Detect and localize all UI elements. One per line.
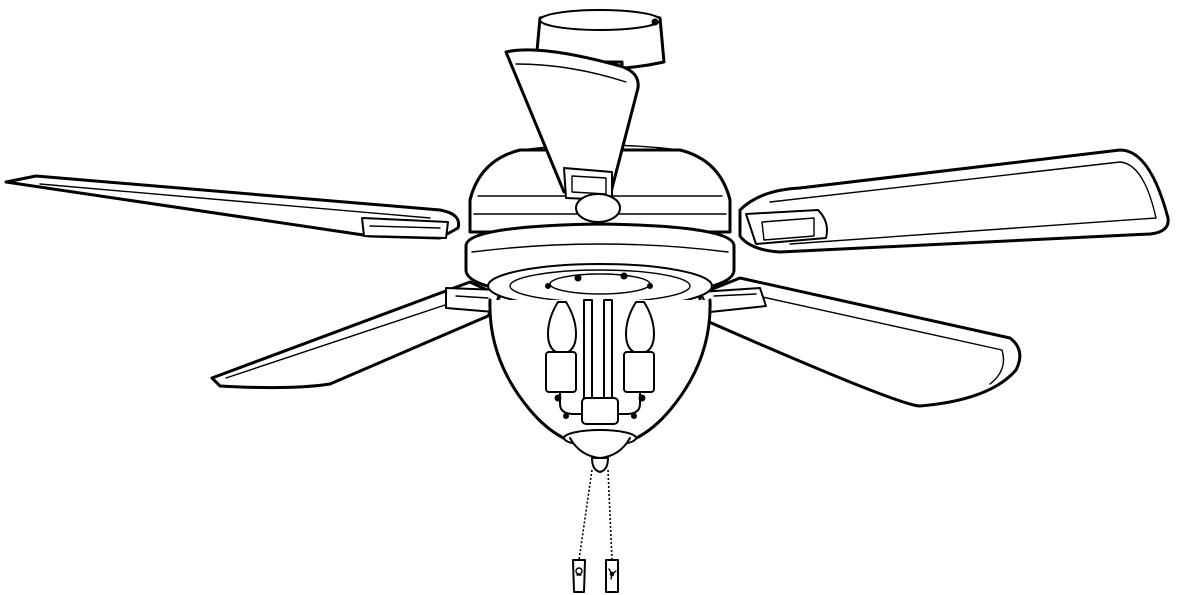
light-kit: [545, 299, 655, 425]
pull-chain-light[interactable]: [572, 469, 593, 593]
pull-chain-fan[interactable]: [605, 469, 619, 593]
switch-housing: [464, 222, 736, 309]
finial: [563, 429, 637, 473]
fan-icon: [608, 568, 617, 580]
fan-blade-front-right: [698, 276, 1022, 408]
fan-blade-left: [4, 174, 461, 240]
fan-blade-front-left: [210, 280, 502, 390]
light-bulb-icon: [575, 567, 583, 576]
fan-blade-top: [504, 48, 640, 223]
glass-bowl: [488, 298, 712, 450]
fan-blade-right: [738, 148, 1170, 254]
